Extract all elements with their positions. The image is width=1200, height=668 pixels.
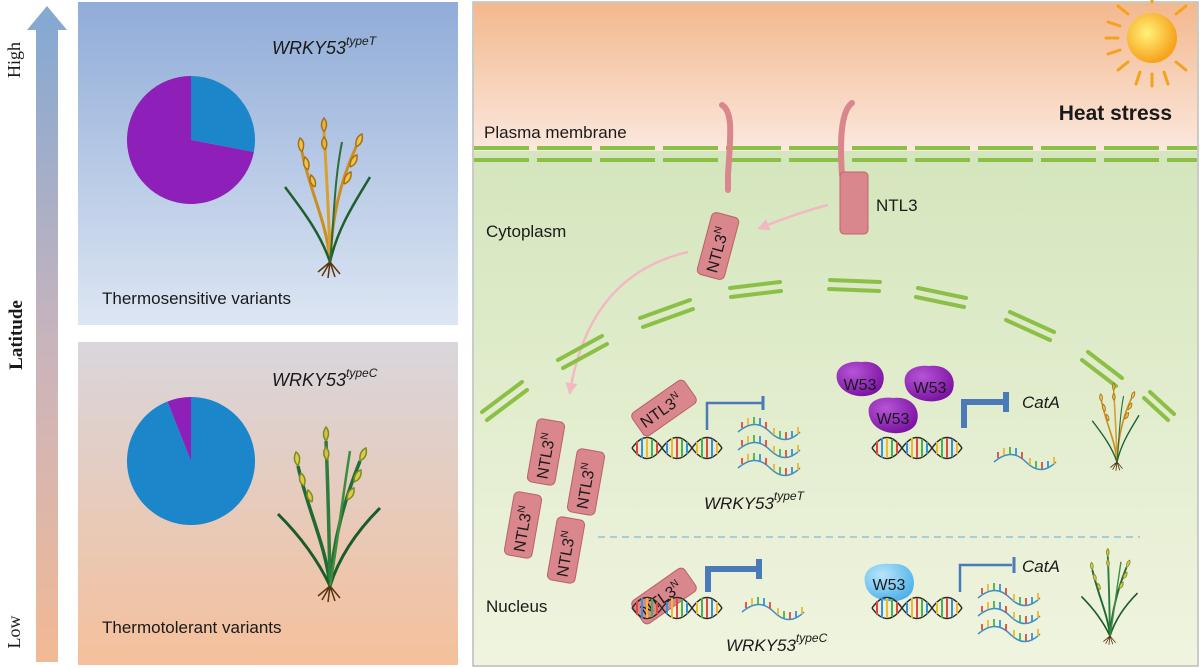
pie-slice-typeT xyxy=(126,76,254,204)
gene-typeT-label: WRKY53typeT xyxy=(704,489,806,513)
panel-low-latitude: WRKY53typeC Thermotolerant variants xyxy=(78,342,458,665)
variant-label-thermosensitive: Thermosensitive variants xyxy=(102,289,291,308)
ntl3n-cytoplasm: NTL3N xyxy=(696,212,740,280)
svg-text:W53: W53 xyxy=(873,577,906,594)
promoter-typeC-strong xyxy=(705,566,757,592)
w53-protein-3: W53 xyxy=(868,397,918,434)
latitude-axis-bar xyxy=(36,28,58,662)
cata-label-top: CatA xyxy=(1022,393,1060,412)
w53-protein-2: W53 xyxy=(904,365,954,402)
gene-label-typeC: WRKY53typeC xyxy=(272,366,378,390)
nucleus-label: Nucleus xyxy=(486,597,547,616)
svg-text:NTL3N: NTL3N xyxy=(572,462,599,511)
ntl3-label: NTL3 xyxy=(876,196,918,215)
pie-slice-typeC xyxy=(191,76,255,152)
svg-text:W53: W53 xyxy=(877,411,910,428)
latitude-axis xyxy=(27,6,67,662)
svg-text:NTL3N: NTL3N xyxy=(509,505,536,554)
latitude-arrow-head xyxy=(27,6,67,30)
mechanism-panel: Heat stress Plasma membrane NTL3 Cytopla… xyxy=(472,0,1199,667)
cata-label-bottom: CatA xyxy=(1022,557,1060,576)
nuclear-envelope xyxy=(480,278,1176,422)
variant-label-thermotolerant: Thermotolerant variants xyxy=(102,618,282,637)
pie-chart-high xyxy=(126,76,255,204)
ntl3n-nucleus-2: NTL3N xyxy=(566,448,606,516)
latitude-low-label: Low xyxy=(4,616,24,649)
w53-protein-blue: W53 xyxy=(864,563,914,602)
promoter-typeT-weak xyxy=(705,401,762,430)
plasma-membrane xyxy=(474,146,1197,162)
ntl3-membrane-right xyxy=(838,100,869,235)
cell-zone xyxy=(474,151,1197,665)
ntl3n-nucleus-1: NTL3N xyxy=(526,418,566,486)
w53-protein-1: W53 xyxy=(836,361,884,397)
panel-low-background xyxy=(78,342,458,665)
latitude-title: Latitude xyxy=(6,300,27,370)
svg-text:W53: W53 xyxy=(914,380,947,397)
promoter-cata-strong xyxy=(961,399,1004,428)
latitude-high-label: High xyxy=(4,42,24,78)
pie-chart-low xyxy=(126,397,255,525)
svg-text:NTL3N: NTL3N xyxy=(532,432,559,481)
cytoplasm-label: Cytoplasm xyxy=(486,222,566,241)
ntl3n-nucleus-4: NTL3N xyxy=(546,516,586,584)
svg-text:NTL3N: NTL3N xyxy=(552,530,579,579)
sun-icon xyxy=(1104,0,1188,88)
panel-high-latitude: WRKY53typeT Thermosensitive variants xyxy=(78,2,458,325)
plasma-membrane-label: Plasma membrane xyxy=(484,123,627,142)
cleavage-arrow xyxy=(757,203,829,231)
promoter-cata-weak xyxy=(958,563,1012,592)
ntl3n-nucleus-3: NTL3N xyxy=(503,491,543,559)
gene-label-typeT: WRKY53typeT xyxy=(272,34,378,58)
gene-typeC-label: WRKY53typeC xyxy=(726,631,828,655)
nuclear-import-arrow xyxy=(565,250,689,395)
heat-zone xyxy=(474,3,1197,151)
heat-stress-label: Heat stress xyxy=(1059,102,1172,125)
svg-text:W53: W53 xyxy=(844,377,877,394)
pie-slice-typeT xyxy=(167,397,191,461)
pie-slice-typeC xyxy=(126,397,255,525)
ntl3-membrane-left xyxy=(719,102,734,193)
